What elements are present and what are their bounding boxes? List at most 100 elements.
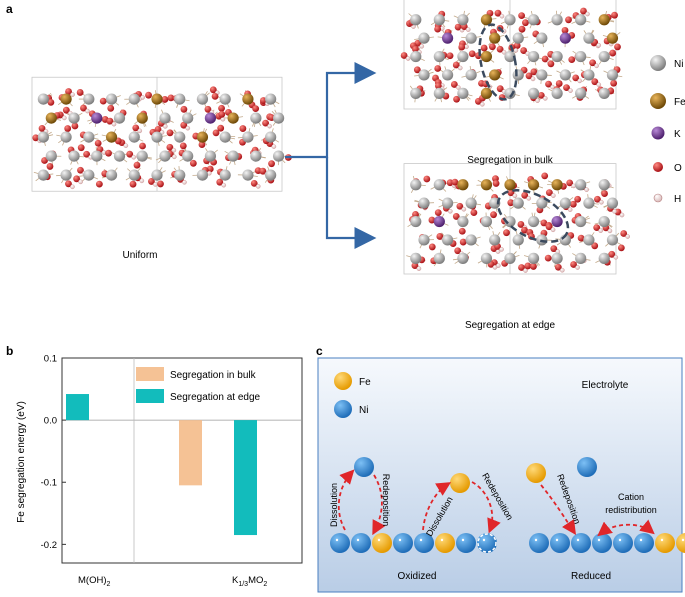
connector-arrows [285, 62, 377, 249]
iron-atom [45, 112, 57, 124]
panel-c-label: c [316, 344, 323, 358]
nickel-atom [598, 87, 610, 99]
oxygen-atom [525, 72, 533, 80]
nickel-atom [68, 150, 80, 162]
nickel-atom [265, 131, 277, 143]
oxygen-atom [545, 223, 553, 231]
hydrogen-atom [513, 48, 519, 53]
oxygen-atom [212, 129, 220, 137]
atom-highlight [576, 538, 580, 542]
oxygen-atom [80, 104, 87, 112]
fe-legend-atom [650, 93, 666, 109]
oxygen-atom [145, 91, 152, 99]
nickel-atom [504, 215, 516, 228]
nickel-atom [606, 69, 619, 81]
hydrogen-atom [585, 11, 590, 17]
nickel-atom [551, 50, 563, 63]
oxygen-atom [32, 134, 40, 142]
bar-bulk-1 [179, 420, 202, 486]
hydrogen-atom [123, 143, 129, 148]
oxidized-layer [330, 533, 497, 553]
nickel-atom [83, 93, 95, 105]
nickel-atom [551, 87, 563, 99]
oxygen-atom [133, 161, 141, 169]
ni-surface-atom [634, 533, 654, 553]
atom-highlight [534, 538, 538, 542]
oxygen-atom [446, 52, 454, 60]
oxygen-atom [503, 229, 510, 237]
free-fe-atom [526, 463, 546, 483]
subscript: 1/3 [238, 581, 248, 588]
oxygen-atom [268, 160, 275, 168]
hydrogen-atom [111, 121, 117, 127]
nickel-atom [410, 179, 422, 191]
panel-a-label: a [6, 2, 13, 16]
oxygen-atom [216, 178, 224, 186]
y-tick-label: -0.1 [41, 478, 57, 489]
ni-surface-atom [550, 533, 570, 553]
nickel-atom [575, 14, 587, 26]
legend-label: Segregation in bulk [170, 370, 257, 381]
oxygen-atom [47, 98, 55, 106]
ni-surface-atom [456, 533, 476, 553]
hydrogen-atom [499, 247, 504, 252]
legend-swatch [136, 389, 164, 403]
iron-atom [489, 32, 501, 44]
hydrogen-atom [567, 207, 573, 212]
oxygen-atom [65, 180, 72, 188]
potassium-atom [204, 112, 217, 124]
iron-atom [598, 14, 610, 26]
nickel-atom [504, 87, 516, 99]
y-tick-label: 0.0 [44, 416, 57, 427]
y-tick-label: -0.2 [41, 540, 57, 551]
hydrogen-atom [172, 154, 177, 160]
nickel-atom [410, 215, 422, 228]
oxygen-atom [180, 121, 188, 129]
dissolved-fe-atom [450, 473, 470, 493]
highlight-edge [496, 189, 570, 243]
oxygen-atom [73, 175, 81, 183]
oxygen-atom [167, 94, 175, 102]
hydrogen-atom [543, 96, 548, 101]
hydrogen-atom [584, 187, 589, 192]
oxygen-atom [577, 234, 585, 242]
nickel-atom [504, 50, 516, 63]
fe-surface-atom [676, 533, 685, 553]
h-legend-label: H [674, 194, 681, 205]
oxygen-atom [591, 78, 599, 86]
hydrogen-atom [267, 123, 272, 129]
iron-atom [551, 179, 563, 191]
oxygen-atom [488, 43, 496, 51]
nickel-atom [551, 252, 563, 264]
oxygen-atom [38, 125, 46, 132]
oxygen-atom [520, 47, 528, 54]
nickel-atom [410, 14, 422, 26]
y-axis-label: Fe segregation energy (eV) [16, 401, 27, 523]
hydrogen-atom [456, 85, 461, 90]
hydrogen-atom [577, 78, 582, 84]
hydrogen-atom [185, 125, 191, 131]
iron-atom [196, 131, 209, 143]
hydrogen-atom [220, 116, 226, 122]
oxygen-atom [434, 82, 442, 90]
nickel-atom [606, 234, 619, 246]
oxygen-atom [436, 233, 444, 240]
nickel-atom [457, 215, 469, 228]
atom-highlight [555, 538, 559, 542]
nickel-atom [265, 93, 277, 105]
oxygen-atom [218, 104, 225, 112]
hydrogen-atom [405, 56, 411, 61]
nickel-atom [575, 179, 587, 191]
oxygen-atom [41, 157, 48, 164]
nickel-atom [128, 169, 140, 181]
atom-highlight [440, 538, 444, 542]
oxygen-atom [574, 195, 582, 203]
atom-highlight [660, 538, 664, 542]
hydrogen-atom [492, 265, 498, 270]
oxygen-atom [129, 180, 137, 188]
nickel-atom [457, 50, 469, 63]
nickel-atom [68, 112, 80, 124]
nickel-atom [410, 252, 422, 264]
nickel-atom [182, 150, 194, 162]
y-tick-label: 0.1 [44, 354, 57, 365]
